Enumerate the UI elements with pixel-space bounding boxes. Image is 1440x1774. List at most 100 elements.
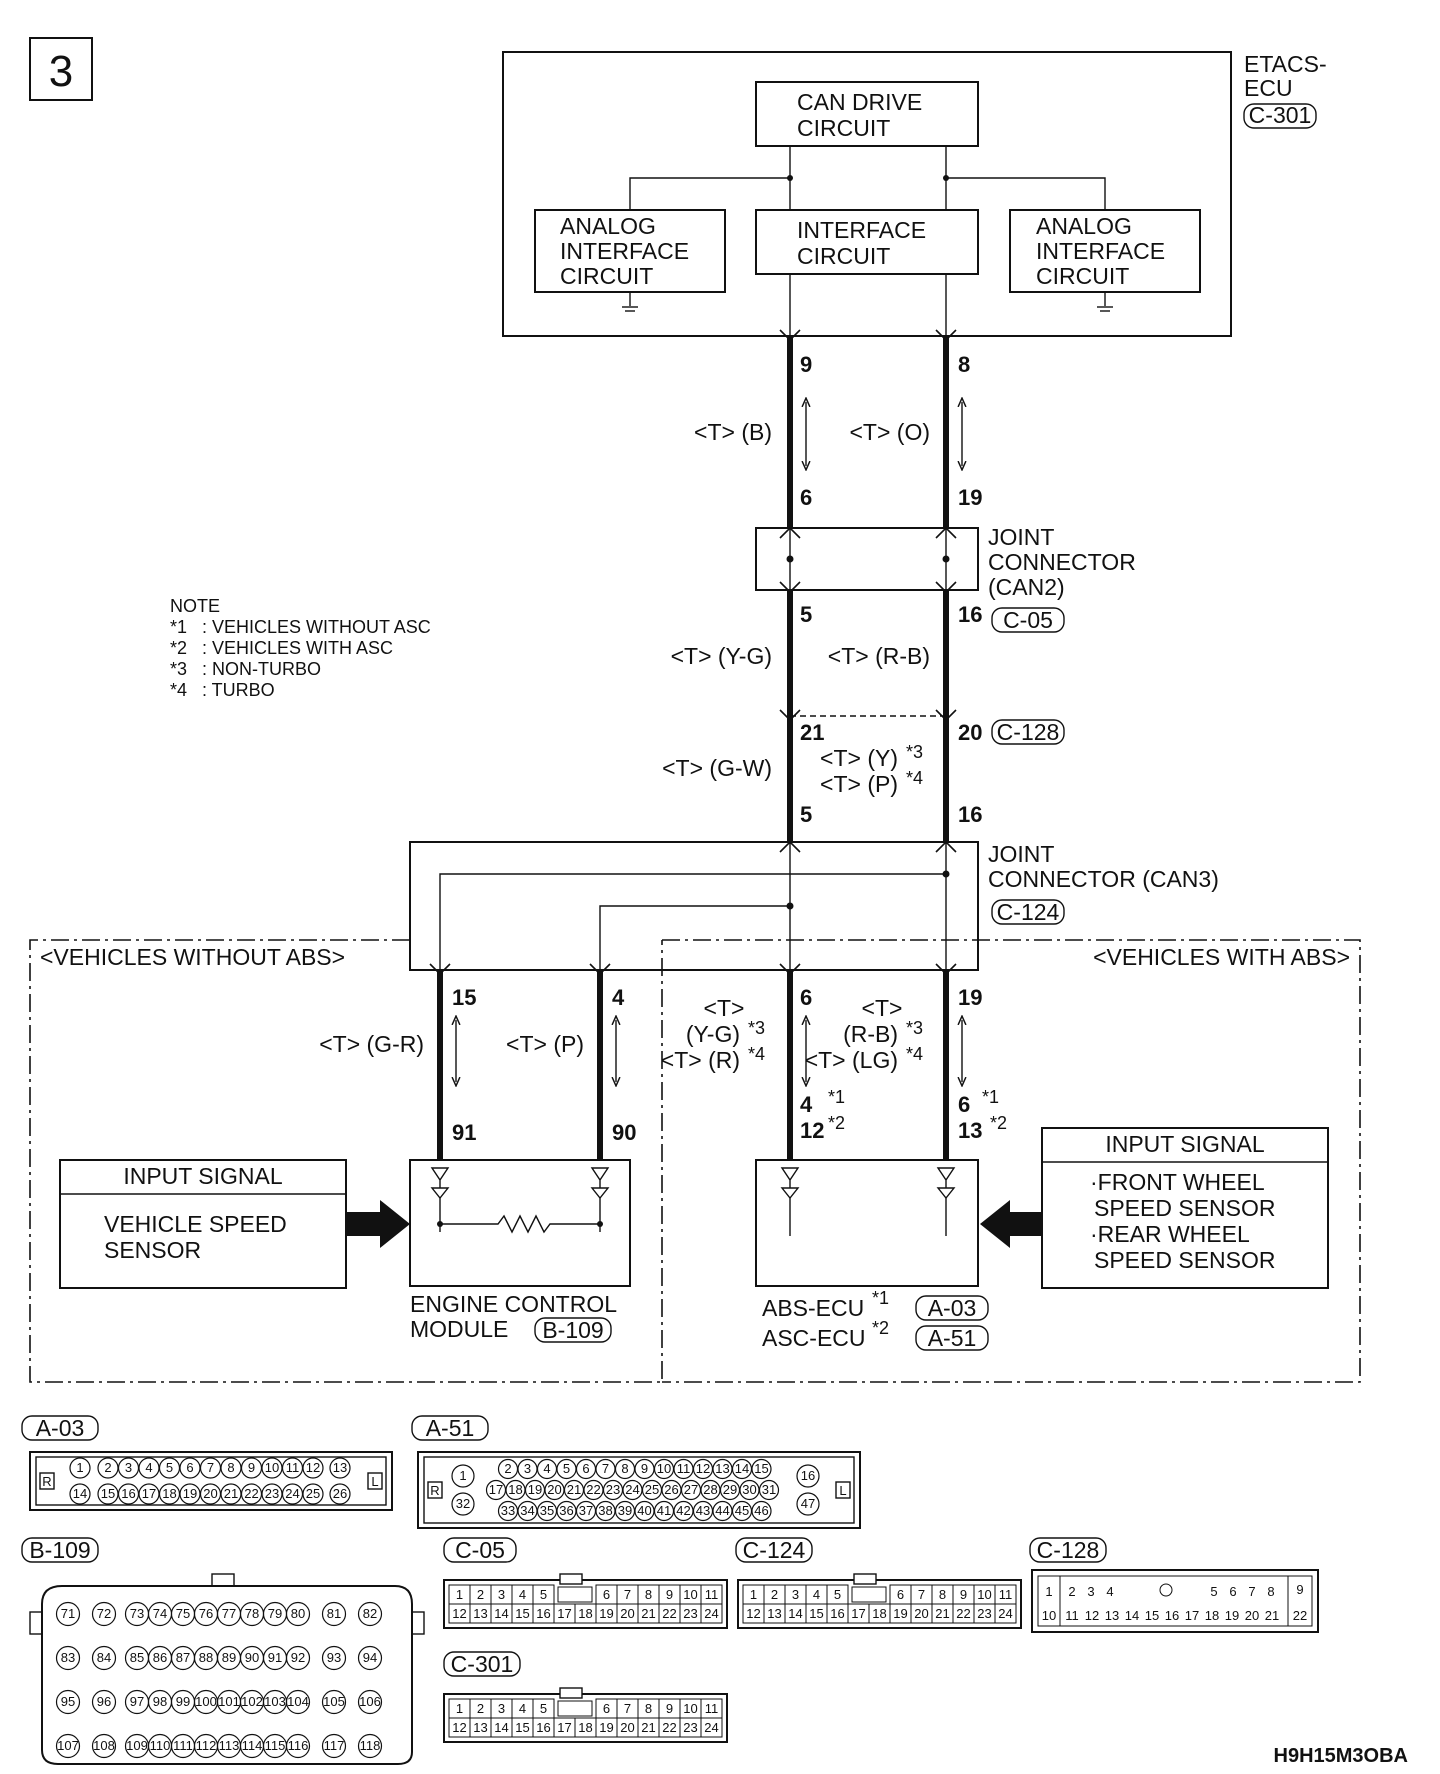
input-signal-right [1041, 1127, 1329, 1289]
a51-pin-26-label: 26 [664, 1482, 678, 1497]
joint-connector-can3 [409, 841, 979, 971]
pin-jc3-out-2: 4 [612, 985, 625, 1010]
ecm-line-2: MODULE [410, 1316, 508, 1342]
b109-pin-118 [357, 1733, 383, 1759]
abs-ecu-connector: A-03 [928, 1295, 977, 1321]
a51-pin-47 [796, 1492, 820, 1516]
c301-pin-24: 24 [704, 1720, 718, 1735]
page-number-box [29, 37, 93, 101]
a51-tag [411, 1415, 489, 1441]
region-with-abs: <VEHICLES WITH ABS> [1093, 944, 1350, 970]
a03-pin-19-label: 19 [183, 1486, 197, 1501]
star-abs-l-3: *4 [748, 1044, 765, 1064]
input-right-header: INPUT SIGNAL [1105, 1131, 1265, 1157]
b109-pin-91-label: 91 [268, 1650, 282, 1665]
c05-pin-13: 13 [473, 1606, 487, 1621]
c124-pin-10: 10 [977, 1587, 991, 1602]
analog-left-line-2: INTERFACE [560, 238, 689, 264]
note-text-3: : NON-TURBO [202, 659, 321, 679]
c124-pin-5: 5 [834, 1587, 841, 1602]
a03-pin-12 [302, 1457, 324, 1479]
pin-jc3-out-3: 6 [800, 985, 812, 1010]
c301-pin-1: 1 [456, 1701, 463, 1716]
a03-pin-23-label: 23 [265, 1486, 279, 1501]
c301-pin-13: 13 [473, 1720, 487, 1735]
c05-pin-16: 16 [536, 1606, 550, 1621]
a51-pin-17-label: 17 [489, 1482, 503, 1497]
wire-label-abs-r-2: (R-B) [843, 1021, 898, 1047]
a51-pin-22-label: 22 [586, 1482, 600, 1497]
b109-pin-75-label: 75 [176, 1606, 190, 1621]
c301-pin-19: 19 [599, 1720, 613, 1735]
jc3-connector-tag [991, 899, 1065, 925]
c128-pin-3: 3 [1087, 1584, 1094, 1599]
ecm-internal [430, 1167, 610, 1234]
region-borders [29, 939, 1361, 1383]
jc3-line-2: CONNECTOR (CAN3) [988, 866, 1219, 892]
etacs-connector-tag [1243, 103, 1317, 129]
b109-pin-92-label: 92 [291, 1650, 305, 1665]
c301-pin-11: 11 [705, 1701, 719, 1716]
a03-pin-26-label: 26 [333, 1486, 347, 1501]
a03-pin-5-label: 5 [166, 1460, 173, 1475]
a51-pin-21-label: 21 [567, 1482, 581, 1497]
a51-pin-41-label: 41 [657, 1503, 671, 1518]
c128-pin-17: 17 [1185, 1608, 1199, 1623]
c124-tag [735, 1537, 813, 1563]
c05-pin-19: 19 [599, 1606, 613, 1621]
c128-pin-4: 4 [1106, 1584, 1113, 1599]
a03-pin-17-label: 17 [142, 1486, 156, 1501]
c301-pin-3: 3 [498, 1701, 505, 1716]
analog-left-line-1: ANALOG [560, 213, 656, 239]
etacs-title-1: ETACS- [1244, 51, 1327, 77]
c128-pin-22: 22 [1293, 1608, 1307, 1623]
a51-pin-39-label: 39 [618, 1503, 632, 1518]
a51-pin-18-label: 18 [508, 1482, 522, 1497]
arrow-to-abs-ecu [980, 1200, 1042, 1248]
b109-pin-86-label: 86 [153, 1650, 167, 1665]
joint-connector-can2 [755, 527, 979, 591]
c301-pin-14: 14 [494, 1720, 508, 1735]
a51-pin-46 [751, 1500, 772, 1522]
a51-pin-30-label: 30 [742, 1482, 756, 1497]
engine-control-module [409, 1159, 631, 1287]
b109-pin-103-label: 103 [264, 1694, 286, 1709]
c05-pin-14: 14 [494, 1606, 508, 1621]
c128-pin-8: 8 [1267, 1584, 1274, 1599]
input-left-header: INPUT SIGNAL [123, 1163, 283, 1189]
a03-tag [21, 1415, 99, 1441]
wire-label-ecm-1: <T> (G-R) [319, 1031, 424, 1057]
input-right-line-4: SPEED SENSOR [1094, 1247, 1276, 1273]
wire-label-abs-l-3: <T> (R) [661, 1047, 740, 1073]
c05-pin-23: 23 [683, 1606, 697, 1621]
b109-pin-77-label: 77 [222, 1606, 236, 1621]
analog-right-line-3: CIRCUIT [1036, 263, 1129, 289]
b109-pin-94 [357, 1645, 383, 1671]
a03-pin-25 [302, 1483, 324, 1505]
a51-pin-27-label: 27 [684, 1482, 698, 1497]
wire-label-w1-right: <T> (O) [849, 419, 930, 445]
ecm-connector-tag [534, 1317, 612, 1343]
c301-pin-12: 12 [452, 1720, 466, 1735]
c05-cell-24 [700, 1603, 723, 1624]
asc-ecu-connector: A-51 [928, 1325, 977, 1351]
pin-jc2-bot-right: 16 [958, 602, 982, 627]
b109-pin-80-label: 80 [291, 1606, 305, 1621]
pin-ecm-1: 91 [452, 1120, 476, 1145]
c128-pin-1: 1 [1045, 1584, 1052, 1599]
b109-pin-105 [321, 1689, 347, 1715]
c128-pin-18: 18 [1205, 1608, 1219, 1623]
b109-pin-102-label: 102 [241, 1694, 263, 1709]
jc2-line-2: CONNECTOR [988, 549, 1136, 575]
a51-pin-34-label: 34 [520, 1503, 534, 1518]
b109-pin-115-label: 115 [265, 1738, 286, 1753]
a03-side-left: R [42, 1474, 51, 1489]
c05-pin-8: 8 [645, 1587, 652, 1602]
c05-pin-9: 9 [666, 1587, 673, 1602]
a03-pin-20-label: 20 [203, 1486, 217, 1501]
c301-pin-10: 10 [683, 1701, 697, 1716]
a51-pin-7-label: 7 [602, 1461, 609, 1476]
